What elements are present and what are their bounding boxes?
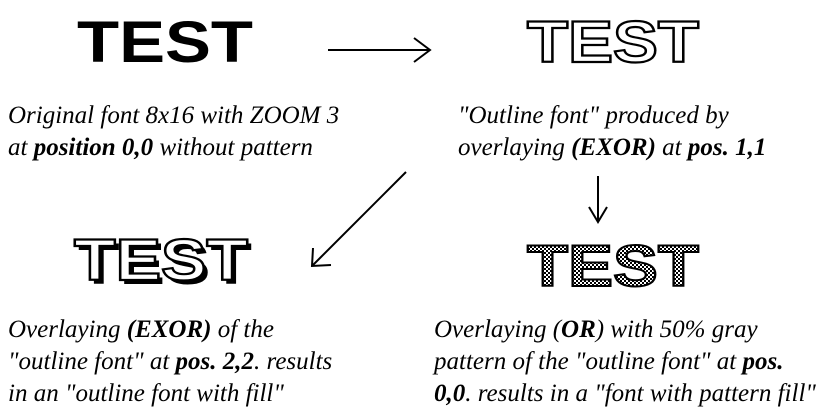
caption-outline-fill: Overlaying (EXOR) of the "outline font" … [8,314,332,410]
caption-outline-line2-pre: overlaying [458,134,572,161]
caption-pattern-fill-line1-pre: Overlaying ( [434,316,562,343]
caption-pattern-fill-line3-bold: 0,0 [434,380,466,407]
sample-original-text: TEST [77,14,253,66]
sample-outline-fill-shadow: TEST [78,232,252,288]
caption-outline-line2-bold1: (EXOR) [571,134,656,161]
caption-outline-fill-line3: in an "outline font with fill" [8,380,284,407]
sample-outline: TEST [526,14,700,66]
caption-outline-fill-line1-pre: Overlaying [8,316,127,343]
sample-outline-fill-text: TEST [74,232,248,288]
caption-original-line2-post: without pattern [153,134,313,161]
caption-pattern-fill-line2-pre: pattern of the "outline font" at [434,348,743,375]
caption-pattern-fill-line2-bold: pos. [742,348,784,375]
sample-outline-fill: TEST TEST [73,232,252,288]
caption-outline-fill-line2-post: . results [254,348,333,375]
sample-pattern-fill: TEST [526,234,700,290]
caption-original: Original font 8x16 with ZOOM 3 at positi… [8,100,339,164]
caption-pattern-fill-line1-post: ) with 50% gray [595,316,758,343]
caption-outline-fill-line1-bold: (EXOR) [126,316,212,343]
caption-pattern-fill-line3-post: . results in a "font with pattern fill" [465,380,816,407]
caption-pattern-fill-line1-bold: OR [561,316,596,343]
arrow-diagonal-icon [310,171,407,268]
caption-outline-line2-mid: at [655,134,688,161]
caption-pattern-fill: Overlaying (OR) with 50% gray pattern of… [434,314,816,410]
caption-outline-fill-line1-post: of the [211,316,274,343]
caption-outline-fill-line2-bold: pos. 2,2 [175,348,255,375]
caption-original-line1: Original font 8x16 with ZOOM 3 [8,102,340,129]
caption-outline-line1: "Outline font" produced by [458,102,729,129]
caption-outline-line2-bold2: pos. 1,1 [687,134,767,161]
arrow-right-icon [328,37,432,63]
sample-outline-text: TEST [527,14,699,66]
caption-outline-fill-line2-pre: "outline font" at [8,348,176,375]
caption-outline: "Outline font" produced by overlaying (E… [458,100,766,164]
sample-original: TEST [77,14,253,66]
sample-pattern-fill-text: TEST [527,234,699,290]
caption-original-line2-pre: at [8,134,34,161]
caption-original-line2-bold: position 0,0 [33,134,154,161]
arrow-down-icon [588,176,608,224]
